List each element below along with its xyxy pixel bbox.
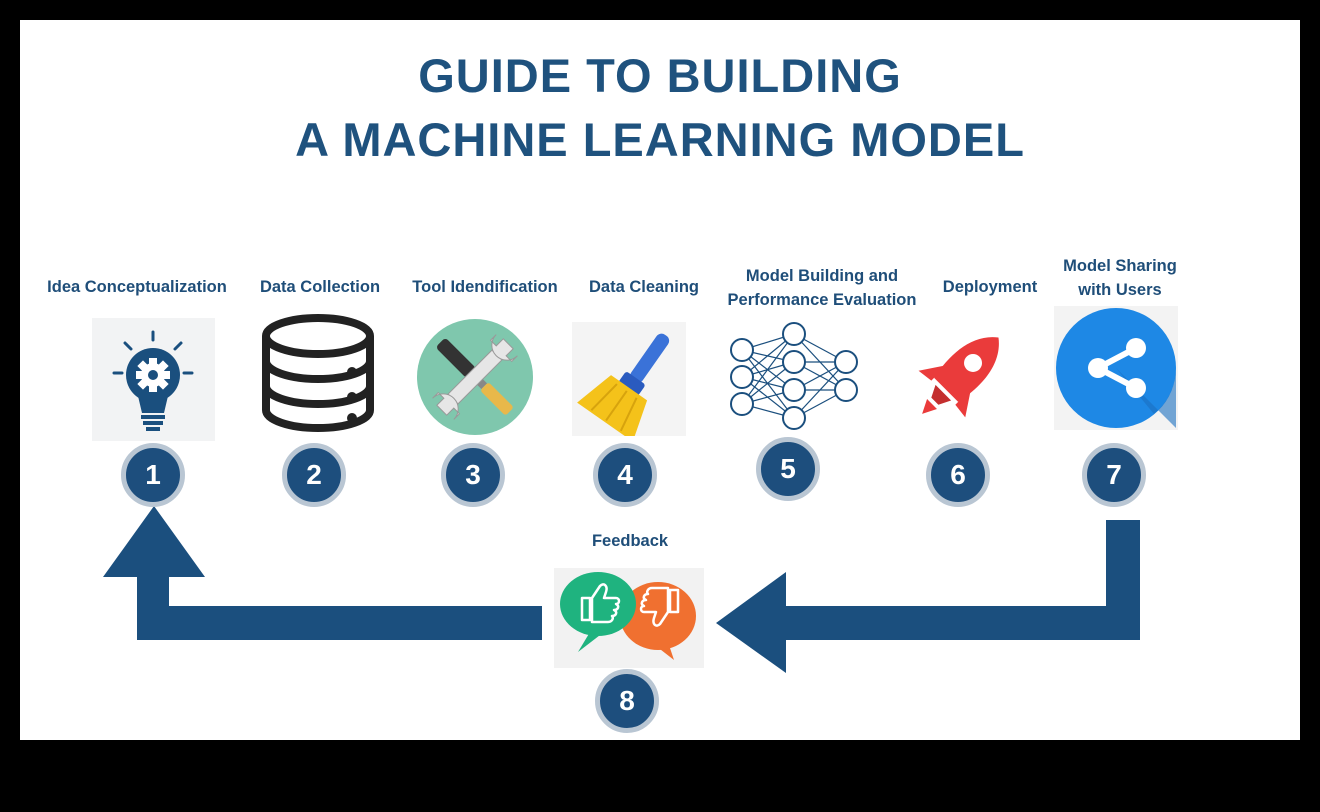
step-5-label-line-2: Performance Evaluation [727,291,917,309]
step-2-number: 2 [282,443,346,507]
title-line-1: GUIDE TO BUILDING [418,49,902,102]
tools-icon [416,318,534,436]
step-7-label-line-2: with Users [1078,281,1162,299]
step-5-label: Model Building and Performance Evaluatio… [712,264,932,312]
step-1-label: Idea Conceptualization [47,278,227,296]
step-3-label: Tool Idendification [412,278,558,296]
step-7-label-line-1: Model Sharing [1063,257,1177,275]
step-3-number: 3 [441,443,505,507]
share-icon [1054,306,1178,430]
rocket-icon [904,318,1018,432]
broom-icon [572,322,686,436]
step-2-label: Data Collection [259,278,381,296]
step-7-number: 7 [1082,443,1146,507]
arrow-to-feedback [716,520,1140,673]
lightbulb-gear-icon [92,318,215,441]
step-6-label: Deployment [942,278,1038,296]
step-7-label: Model Sharing with Users [1050,254,1190,302]
step-4-number: 4 [593,443,657,507]
step-1-number: 1 [121,443,185,507]
neural-network-icon [726,322,864,432]
thumbs-up-down-icon [554,568,704,668]
step-5-label-line-1: Model Building and [745,267,899,285]
step-6-number: 6 [926,443,990,507]
database-icon [258,310,378,434]
step-8-label: Feedback [591,532,669,550]
step-4-label: Data Cleaning [588,278,700,296]
arrow-back-to-start [103,506,542,640]
step-5-number: 5 [756,437,820,501]
step-8-number: 8 [595,669,659,733]
title-line-2: A MACHINE LEARNING MODEL [295,113,1025,166]
